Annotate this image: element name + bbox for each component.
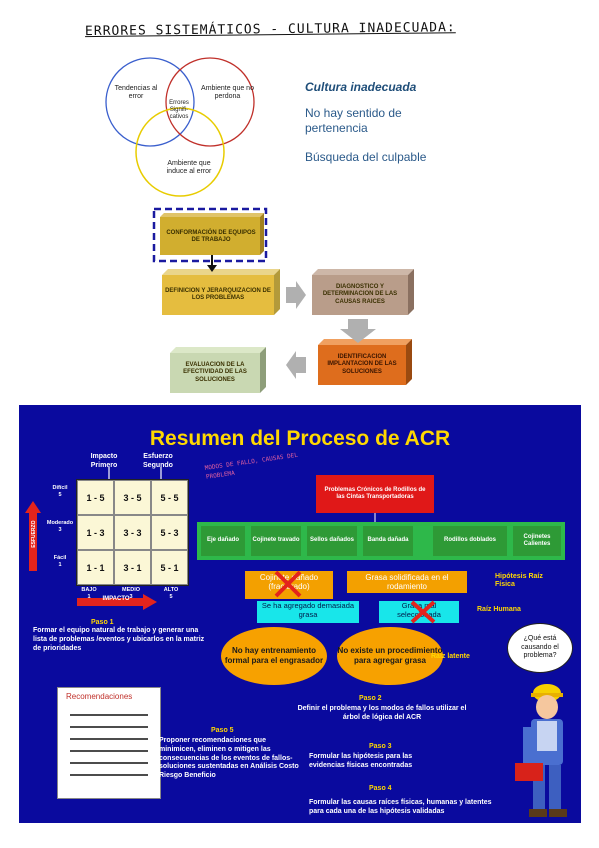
process-step-1: CONFORMACIÓN DE EQUIPOS DE TRABAJO: [166, 229, 256, 244]
paso-2-heading: Paso 2: [359, 695, 382, 702]
recommendations-card: Recomendaciones: [57, 687, 161, 799]
mode-box: Eje dañado: [201, 526, 245, 556]
matrix-head-arrows: [108, 467, 162, 479]
mode-box: Rodillos doblados: [433, 526, 507, 556]
mode-box: Cojinetes Calientes: [513, 526, 561, 556]
venn-circle-right: [165, 57, 255, 147]
culture-item-1: No hay sentido de pertenencia: [305, 106, 402, 135]
culture-heading: Cultura inadecuada: [305, 80, 417, 94]
paso-3-heading: Paso 3: [369, 743, 392, 750]
hand-note: MODOS DE FALLO, CAUSAS DEL PROBLEMA: [204, 451, 299, 481]
hypothesis-2: Grasa solidificada en el rodamiento: [347, 571, 467, 593]
process-step-4: IDENTIFICACION IMPLANTACION DE LAS SOLUC…: [327, 353, 397, 375]
matrix-cell: 1 - 1: [77, 550, 114, 585]
matrix-col2-head: Esfuerzo Segundo: [143, 453, 173, 469]
venn-right-label: Ambiente que no perdona: [201, 85, 254, 101]
effort-axis-label: ESFUERZO: [30, 520, 37, 548]
paso-3-text: Formular las hipótesis para las evidenci…: [309, 753, 413, 769]
worker-figure: [515, 684, 567, 817]
venn-left-label: Tendencias al error: [114, 85, 158, 101]
matrix-cell: 5 - 1: [151, 550, 188, 585]
venn-circle-left: [105, 57, 195, 147]
matrix-cell: 5 - 5: [151, 480, 188, 515]
matrix-cell: 5 - 3: [151, 515, 188, 550]
paso-4-text: Formular las causas raíces físicas, huma…: [309, 799, 492, 815]
venn-center-label: Errores Signifi-cativos: [169, 100, 189, 120]
acr-summary-slide: Resumen del Proceso de ACR Impacto Prime…: [19, 405, 581, 823]
arrow-right-gray: [286, 281, 306, 309]
problem-box: Problemas Crónicos de Rodillos de las Ci…: [316, 475, 434, 513]
mode-box: Banda dañada: [363, 526, 413, 556]
selection-dashed-frame: [152, 207, 268, 263]
impact-arrow: [77, 594, 157, 610]
arrow-left-gray: [286, 351, 306, 379]
matrix-cell: 1 - 3: [77, 515, 114, 550]
human-root-label: Raíz Humana: [477, 606, 521, 613]
priority-matrix: 1 - 5 3 - 5 5 - 5 1 - 3 3 - 3 5 - 3 1 - …: [76, 479, 189, 586]
mode-box: Cojinete travado: [251, 526, 301, 556]
latent-root-1: No hay entrenamiento formal para el engr…: [221, 627, 327, 685]
recommendations-lines: [70, 714, 148, 776]
latent-root-label: Raíz latente: [431, 653, 470, 660]
paso-4-heading: Paso 4: [369, 785, 392, 792]
process-flow-graphics: [152, 207, 414, 393]
slide-title: Resumen del Proceso de ACR: [149, 427, 451, 450]
paso-2-text: Definir el problema y los modos de fallo…: [297, 705, 467, 721]
recommendations-title: Recomendaciones: [66, 692, 133, 701]
matrix-cell: 3 - 3: [114, 515, 151, 550]
page-title: ERRORES SISTEMÁTICOS - CULTURA INADECUAD…: [84, 20, 456, 40]
cross-out-icon: [274, 570, 302, 598]
arrow-down-gray: [340, 319, 376, 343]
paso-5-heading: Paso 5: [211, 727, 234, 734]
venn-bottom-label: Ambiente que induce al error: [166, 160, 212, 176]
matrix-col1-head: Impacto Primero: [90, 453, 118, 469]
venn-diagram: [105, 57, 255, 197]
hypothesis-label: Hipótesis Raíz Física: [495, 573, 543, 589]
paso-1-text: Formar el equipo natural de trabajo y ge…: [33, 627, 205, 652]
human-root-1: Se ha agregado demasiada grasa: [257, 601, 359, 623]
latent-root-2: No existe un procedimiento para agregar …: [337, 627, 443, 685]
matrix-cell: 3 - 5: [114, 480, 151, 515]
venn-circle-bottom: [135, 107, 225, 197]
speech-bubble: ¿Qué está causando el problema?: [507, 623, 573, 673]
culture-item-2: Búsqueda del culpable: [305, 150, 427, 164]
cross-out-icon: [410, 600, 436, 624]
paso-5-text: Proponer recomendaciones que minimicen, …: [159, 737, 299, 779]
impact-axis-label: IMPACTO: [102, 596, 130, 602]
matrix-cell: 1 - 5: [77, 480, 114, 515]
process-step-3: DIAGNOSTICO Y DETERMINACION DE LAS CAUSA…: [322, 283, 398, 305]
process-step-2: DEFINICION Y JERARQUIZACION DE LOS PROBL…: [165, 287, 271, 302]
paso-1-heading: Paso 1: [91, 619, 114, 626]
process-step-5: EVALUACION DE LA EFECTIVIDAD DE LAS SOLU…: [183, 361, 247, 383]
matrix-cell: 3 - 1: [114, 550, 151, 585]
effort-arrow: [25, 501, 41, 571]
mode-box: Sellos dañados: [307, 526, 357, 556]
tree-lines-1: [374, 513, 376, 523]
